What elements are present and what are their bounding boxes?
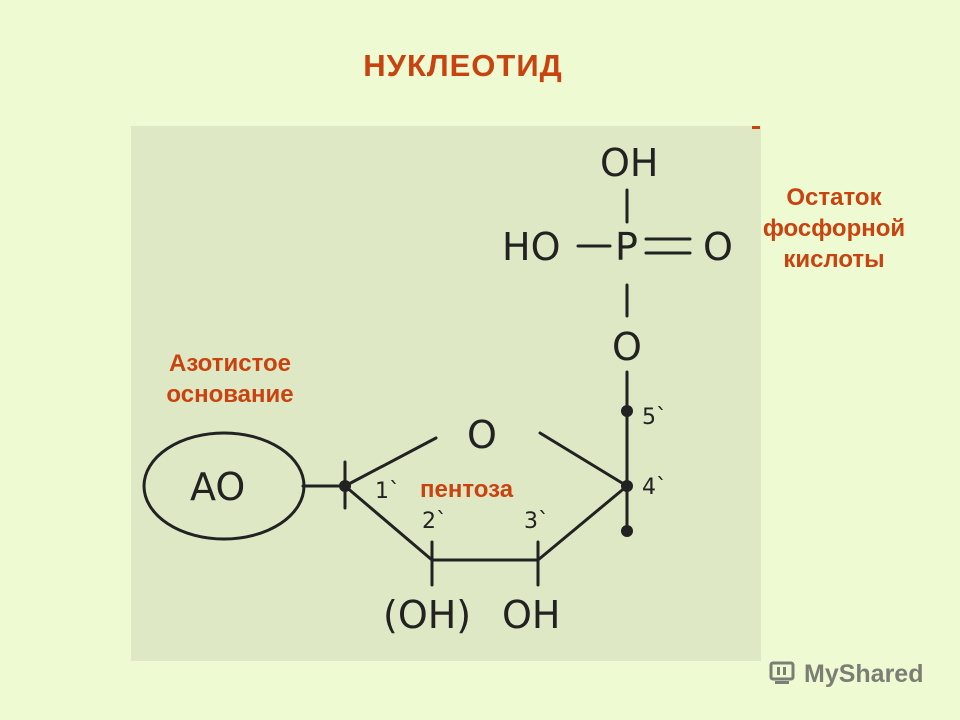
phosphate-label-line-2: фосфорной xyxy=(762,215,906,242)
formula-ho-left: HO xyxy=(502,225,560,269)
phosphate-label-line-3: кислоты xyxy=(783,246,885,273)
carbon-label-4: 4` xyxy=(642,475,667,500)
formula-o-ester: O xyxy=(612,325,642,369)
atom-dot-c5 xyxy=(621,405,633,417)
base-label-line-2: основание xyxy=(166,381,294,408)
red-tick-mark xyxy=(752,126,760,129)
bond-c1-oring xyxy=(343,436,438,488)
carbon-label-2: 2` xyxy=(422,509,447,534)
bond-c1-c2 xyxy=(343,484,434,562)
formula-oh-top: OH xyxy=(600,141,658,185)
watermark-text: MyShared xyxy=(804,659,924,688)
atom-dot-end xyxy=(621,525,633,537)
page-title: НУКЛЕОТИД xyxy=(363,48,563,83)
pentose-label: пентоза xyxy=(420,476,514,503)
base-label: Азотистое основание xyxy=(140,348,320,410)
phosphate-label: Остаток фосфорной кислоты xyxy=(750,182,918,275)
formula-phosphorus: P xyxy=(615,225,638,269)
formula-o-double: O xyxy=(703,225,733,269)
watermark: MyShared xyxy=(768,656,923,692)
carbon-label-1: 1` xyxy=(375,479,400,504)
formula-oh-3: OH xyxy=(502,593,560,637)
base-ellipse xyxy=(142,431,306,541)
atom-dot-c1 xyxy=(339,480,351,492)
carbon-label-5: 5` xyxy=(642,405,667,430)
base-label-line-1: Азотистое xyxy=(168,350,292,377)
carbon-label-3: 3` xyxy=(524,509,549,534)
myshared-logo-icon xyxy=(769,661,795,684)
formula-o-ring: O xyxy=(467,413,497,457)
diagram-panel xyxy=(131,126,761,661)
bond-c3-c4 xyxy=(536,484,629,562)
bond-oring-c4 xyxy=(538,431,629,488)
formula-oh-2: (OH) xyxy=(383,593,471,637)
atom-dot-c4 xyxy=(621,480,633,492)
formula-base-abbrev: AO xyxy=(190,465,245,509)
phosphate-label-line-1: Остаток xyxy=(786,184,882,211)
